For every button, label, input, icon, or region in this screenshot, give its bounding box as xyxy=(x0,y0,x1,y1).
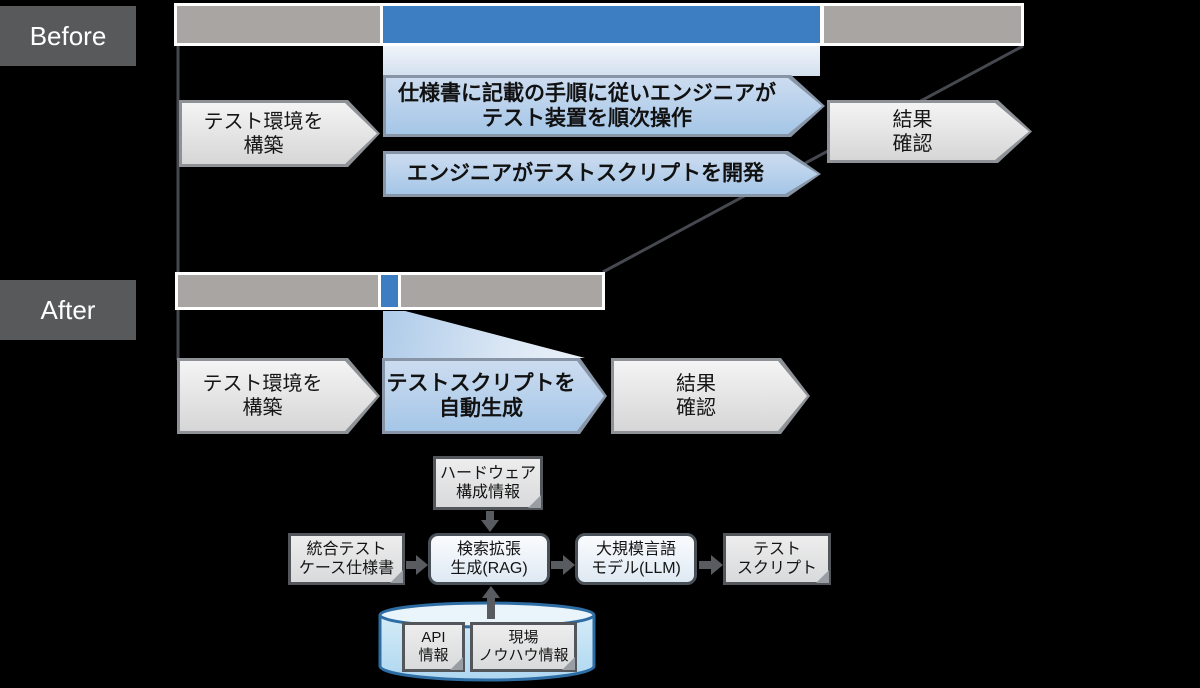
rag-box: 検索拡張 生成(RAG) xyxy=(428,533,550,585)
before-script-dev-arrow-fill xyxy=(386,154,818,194)
script-doc-line2: スクリプト xyxy=(736,560,817,577)
field-knowhow-doc: 現場 ノウハウ情報 xyxy=(470,622,577,672)
after-bar-divider xyxy=(378,275,381,307)
after-setup-arrow-text: テスト環境を 構築 xyxy=(177,358,380,434)
arrow-rag-to-llm xyxy=(551,555,575,575)
after-label-text: After xyxy=(40,294,96,325)
after-setup-line1: テスト環境を xyxy=(202,373,323,395)
before-setup-arrow-fill xyxy=(182,103,377,164)
before-bar-divider xyxy=(820,6,824,43)
after-autogen-line1: テストスクリプトを xyxy=(386,371,576,395)
hardware-config-doc: ハードウェア 構成情報 xyxy=(433,456,543,510)
before-manual-line1: 仕様書に記載の手順に従いエンジニアが xyxy=(398,81,776,105)
arrow-head-down xyxy=(481,520,499,532)
after-setup-line2: 構築 xyxy=(242,397,283,419)
arrow-head-up xyxy=(482,586,500,598)
after-label: After xyxy=(0,280,136,340)
before-result-arrow-fill xyxy=(830,103,1029,160)
arrow-head-right xyxy=(711,555,723,575)
doc-fold-corner xyxy=(528,495,541,508)
right-boundary-line xyxy=(602,44,1024,274)
before-result-line1: 結果 xyxy=(892,108,933,131)
after-result-arrow-text: 結果 確認 xyxy=(611,358,810,434)
before-timeline-bar xyxy=(174,3,1024,46)
after-result-line2: 確認 xyxy=(676,397,716,419)
before-highlight-fade xyxy=(383,46,820,76)
before-label-text: Before xyxy=(29,20,107,51)
api-doc-line2: 情報 xyxy=(418,647,449,664)
after-setup-arrow: テスト環境を 構築 xyxy=(177,358,380,434)
testcase-doc-line2: ケース仕様書 xyxy=(298,560,395,577)
api-info-doc: API 情報 xyxy=(402,622,465,672)
before-manual-arrow-text: 仕様書に記載の手順に従いエンジニアが テスト装置を順次操作 xyxy=(383,75,825,137)
before-bar-segment-result xyxy=(824,6,1021,43)
hardware-doc-line2: 構成情報 xyxy=(455,484,520,501)
before-bar-segment-setup xyxy=(177,6,380,43)
after-autogen-arrow-fill xyxy=(385,361,604,431)
before-bar-divider xyxy=(380,6,383,43)
after-timeline-bar xyxy=(175,272,605,310)
after-setup-arrow-fill xyxy=(180,361,377,431)
before-manual-line2: テスト装置を順次操作 xyxy=(482,107,692,130)
api-doc-line1: API xyxy=(421,629,446,646)
llm-box-line2: モデル(LLM) xyxy=(591,560,681,577)
knowhow-doc-line1: 現場 xyxy=(508,629,539,646)
before-manual-arrow-fill xyxy=(386,78,822,134)
hardware-doc-line1: ハードウェア xyxy=(439,464,536,482)
after-result-arrow-fill xyxy=(614,361,807,431)
after-result-line1: 結果 xyxy=(676,373,716,395)
before-script-dev-label: エンジニアがテストスクリプトを開発 xyxy=(407,162,764,186)
testcase-doc-line1: 統合テスト xyxy=(306,540,387,558)
before-bar-segment-highlight xyxy=(383,6,820,43)
before-result-arrow: 結果 確認 xyxy=(827,100,1032,163)
after-autogen-line2: 自動生成 xyxy=(439,397,523,420)
testcase-spec-doc: 統合テスト ケース仕様書 xyxy=(288,533,405,585)
after-bar-segment-highlight xyxy=(381,275,398,307)
knowhow-doc-line2: ノウハウ情報 xyxy=(478,647,569,664)
script-doc-line1: テスト xyxy=(752,540,801,558)
arrow-stem xyxy=(406,561,416,569)
after-autogen-arrow-text: テストスクリプトを 自動生成 xyxy=(382,358,607,434)
arrow-stem xyxy=(699,561,711,569)
before-result-arrow-text: 結果 確認 xyxy=(827,100,1032,163)
arrow-stem xyxy=(487,598,495,619)
arrow-stem xyxy=(486,511,494,520)
doc-fold-corner xyxy=(450,657,463,670)
after-autogen-arrow: テストスクリプトを 自動生成 xyxy=(382,358,607,434)
arrow-head-right xyxy=(563,555,575,575)
test-script-doc: テスト スクリプト xyxy=(723,533,831,585)
before-manual-operation-arrow: 仕様書に記載の手順に従いエンジニアが テスト装置を順次操作 xyxy=(383,75,825,137)
rag-box-line2: 生成(RAG) xyxy=(450,560,528,577)
arrow-db-to-rag xyxy=(482,586,500,619)
arrow-head-right xyxy=(416,555,428,575)
before-setup-arrow: テスト環境を 構築 xyxy=(179,100,380,167)
before-script-dev-arrow: エンジニアがテストスクリプトを開発 xyxy=(383,151,821,197)
before-label: Before xyxy=(0,6,136,66)
arrow-llm-to-script xyxy=(699,555,723,575)
doc-fold-corner xyxy=(562,657,575,670)
arrow-testcase-to-rag xyxy=(406,555,428,575)
after-bar-segment-setup xyxy=(178,275,378,307)
before-setup-line1: テスト環境を xyxy=(203,110,324,133)
arrow-hardware-to-rag xyxy=(481,511,499,532)
before-setup-line2: 構築 xyxy=(243,134,284,157)
arrow-stem xyxy=(551,561,563,569)
after-result-arrow: 結果 確認 xyxy=(611,358,810,434)
llm-box-line1: 大規模言語 xyxy=(595,540,676,558)
before-setup-arrow-text: テスト環境を 構築 xyxy=(179,100,380,167)
before-result-line2: 確認 xyxy=(892,132,933,155)
rag-box-line1: 検索拡張 xyxy=(456,540,521,558)
doc-fold-corner xyxy=(816,570,829,583)
after-bar-segment-result xyxy=(401,275,602,307)
after-bar-divider xyxy=(398,275,401,307)
doc-fold-corner xyxy=(390,570,403,583)
llm-box: 大規模言語 モデル(LLM) xyxy=(575,533,697,585)
before-script-dev-arrow-text: エンジニアがテストスクリプトを開発 xyxy=(383,151,821,197)
